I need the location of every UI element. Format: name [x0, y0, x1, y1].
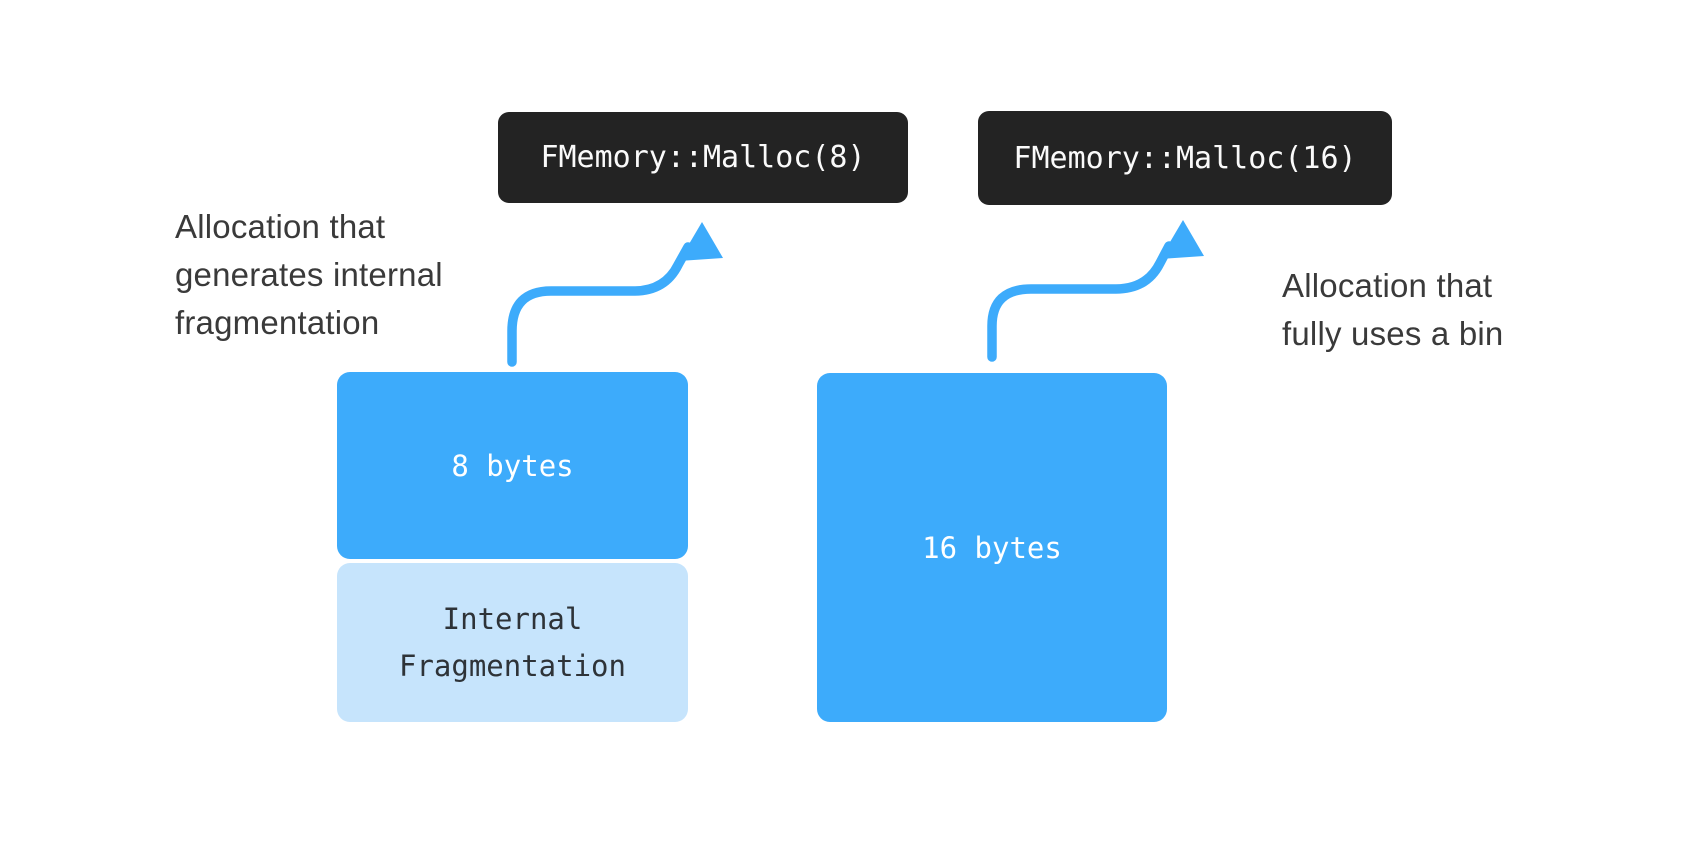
- memory-block-8-bytes: 8 bytes: [337, 372, 688, 559]
- code-box-malloc-8: FMemory::Malloc(8): [498, 112, 908, 203]
- code-box-malloc-16: FMemory::Malloc(16): [978, 111, 1392, 205]
- annotation-line: Allocation that: [175, 208, 386, 245]
- arrow-left-curve: [507, 242, 693, 367]
- memory-block-internal-fragmentation: Internal Fragmentation: [337, 563, 688, 722]
- curved-up-arrow-icon: [507, 222, 723, 367]
- memory-block-internal-fragmentation-line: Fragmentation: [399, 648, 626, 683]
- annotation-internal-fragmentation: Allocation that generates internal fragm…: [175, 203, 443, 347]
- memory-block-internal-fragmentation-line: Internal: [442, 601, 583, 636]
- annotation-line: fully uses a bin: [1282, 315, 1504, 352]
- arrow-left-head: [679, 222, 723, 261]
- arrow-right-curve: [987, 241, 1174, 362]
- code-box-malloc-16-label: FMemory::Malloc(16): [1013, 140, 1357, 176]
- memory-block-16-bytes-label: 16 bytes: [922, 530, 1062, 565]
- annotation-line: generates internal: [175, 256, 443, 293]
- annotation-line: fragmentation: [175, 304, 380, 341]
- arrow-right-head: [1160, 220, 1204, 259]
- memory-block-8-bytes-label: 8 bytes: [451, 448, 574, 483]
- memory-block-16-bytes: 16 bytes: [817, 373, 1167, 722]
- code-box-malloc-8-label: FMemory::Malloc(8): [540, 140, 866, 175]
- annotation-line: Allocation that: [1282, 267, 1493, 304]
- curved-up-arrow-icon: [987, 220, 1204, 362]
- annotation-fully-uses-bin: Allocation that fully uses a bin: [1282, 262, 1504, 358]
